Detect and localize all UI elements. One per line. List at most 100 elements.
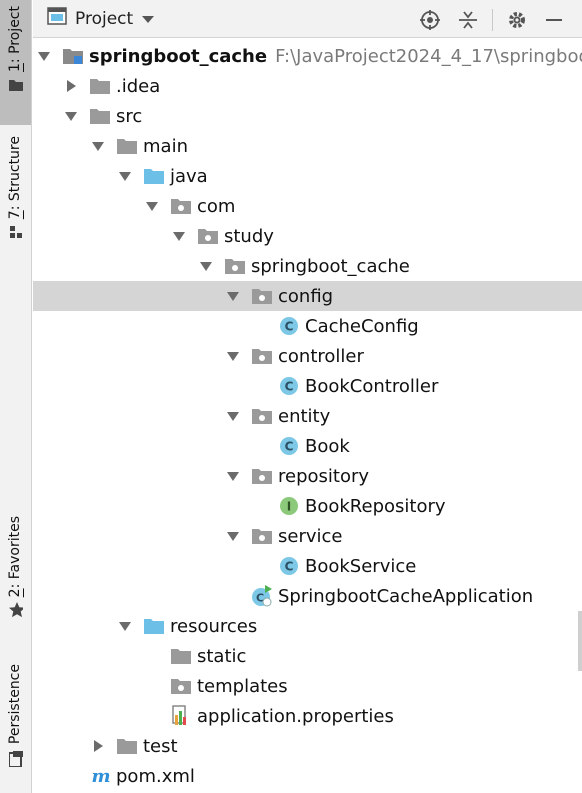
expand-arrow-down-icon[interactable] <box>37 49 51 63</box>
expand-arrow-down-icon[interactable] <box>226 409 240 423</box>
tree-item-label: SpringbootCacheApplication <box>278 586 533 607</box>
tree-row[interactable]: study <box>33 221 582 251</box>
tree-row[interactable]: application.properties <box>33 701 582 731</box>
svg-text:C: C <box>285 440 294 454</box>
tree-item-name: BookRepository <box>305 495 446 517</box>
tree-row[interactable]: entity <box>33 401 582 431</box>
tree-item-name: CacheConfig <box>305 315 419 337</box>
collapse-icon[interactable] <box>457 9 479 31</box>
tree-item-name: test <box>143 735 178 757</box>
tab-persistence-label: Persistence <box>7 664 23 745</box>
tree-item-label: templates <box>197 676 288 697</box>
tree-row[interactable]: config <box>33 281 582 311</box>
svg-text:C: C <box>285 560 294 574</box>
module-folder-icon <box>62 46 84 66</box>
tree-item-name: pom.xml <box>116 765 195 787</box>
svg-text:C: C <box>285 380 294 394</box>
tree-item-name: config <box>278 285 334 307</box>
minimize-icon[interactable] <box>543 9 565 31</box>
expand-arrow-right-icon[interactable] <box>91 739 105 753</box>
tree-item-name: springboot_cache <box>89 45 268 67</box>
tree-row[interactable]: templates <box>33 671 582 701</box>
tree-item-label: BookRepository <box>305 496 446 517</box>
package-icon <box>197 226 219 246</box>
expand-arrow-down-icon[interactable] <box>64 109 78 123</box>
folder-icon <box>116 736 138 756</box>
structure-icon <box>9 225 23 239</box>
tab-structure[interactable]: 7: Structure <box>0 136 31 261</box>
tree-item-label: pom.xml <box>116 766 195 787</box>
tab-persistence[interactable]: Persistence <box>0 664 31 789</box>
tree-item-name: BookController <box>305 375 439 397</box>
tree-row[interactable]: controller <box>33 341 582 371</box>
tree-row[interactable]: resources <box>33 611 582 641</box>
project-tree: springboot_cache F:\JavaProject2024_4_17\… <box>33 41 582 793</box>
expand-arrow-down-icon[interactable] <box>226 529 240 543</box>
tree-item-name: entity <box>278 405 331 427</box>
tree-row[interactable]: test <box>33 731 582 761</box>
package-icon <box>251 466 273 486</box>
tree-row[interactable]: springboot_cache F:\JavaProject2024_4_17\… <box>33 41 582 71</box>
scrollbar[interactable] <box>578 611 582 671</box>
tree-item-label: BookController <box>305 376 438 397</box>
tree-row[interactable]: I BookRepository <box>33 491 582 521</box>
expand-arrow-down-icon[interactable] <box>91 139 105 153</box>
tab-project[interactable]: 1: Project <box>0 0 31 125</box>
tree-row[interactable]: m pom.xml <box>33 761 582 791</box>
expand-arrow-down-icon[interactable] <box>118 619 132 633</box>
tree-item-name: static <box>197 645 247 667</box>
tree-item-name: com <box>197 195 236 217</box>
package-icon <box>251 346 273 366</box>
tree-row[interactable]: C SpringbootCacheApplication <box>33 581 582 611</box>
tree-row[interactable]: C BookService <box>33 551 582 581</box>
tree-row[interactable]: repository <box>33 461 582 491</box>
expand-arrow-down-icon[interactable] <box>199 259 213 273</box>
svg-text:I: I <box>287 500 291 514</box>
svg-text:C: C <box>256 592 264 605</box>
tree-row[interactable]: C BookController <box>33 371 582 401</box>
folder-icon <box>170 646 192 666</box>
tree-row[interactable]: C Book <box>33 431 582 461</box>
class-icon: C <box>278 556 300 576</box>
module-path: F:\JavaProject2024_4_17\springboot_ <box>275 45 582 67</box>
tree-item-label: .idea <box>116 76 160 97</box>
tab-structure-label: : Structure <box>7 136 23 211</box>
tab-favorites[interactable]: 2: Favorites <box>0 516 31 638</box>
expand-arrow-down-icon[interactable] <box>145 199 159 213</box>
package-icon <box>251 286 273 306</box>
tree-row[interactable]: .idea <box>33 71 582 101</box>
tree-item-label: src <box>116 106 142 127</box>
expand-arrow-down-icon[interactable] <box>226 289 240 303</box>
project-window-icon <box>47 7 67 30</box>
tree-row[interactable]: com <box>33 191 582 221</box>
view-selector[interactable]: Project <box>47 7 155 30</box>
tab-favorites-label: : Favorites <box>7 516 23 589</box>
tree-item-name: templates <box>197 675 288 697</box>
tree-row[interactable]: static <box>33 641 582 671</box>
expand-arrow-down-icon[interactable] <box>172 229 186 243</box>
tree-item-name: repository <box>278 465 370 487</box>
tree-row[interactable]: main <box>33 131 582 161</box>
expand-arrow-right-icon[interactable] <box>64 79 78 93</box>
project-toolbar: Project <box>33 0 582 38</box>
tab-favorites-num: 2 <box>7 588 23 598</box>
toolbar-separator <box>492 9 493 31</box>
tree-item-name: BookService <box>305 555 417 577</box>
locate-icon[interactable] <box>419 9 441 31</box>
tree-row[interactable]: service <box>33 521 582 551</box>
svg-text:m: m <box>91 766 110 786</box>
expand-arrow-down-icon[interactable] <box>226 349 240 363</box>
tree-item-label: Book <box>305 436 350 457</box>
tree-item-label: springboot_cache F:\JavaProject2024_4_17\… <box>89 46 582 67</box>
tree-item-label: study <box>224 226 274 247</box>
tree-row[interactable]: java <box>33 161 582 191</box>
package-icon <box>170 676 192 696</box>
gear-icon[interactable] <box>506 9 528 31</box>
tree-row[interactable]: src <box>33 101 582 131</box>
tree-row[interactable]: springboot_cache <box>33 251 582 281</box>
package-icon <box>224 256 246 276</box>
expand-arrow-down-icon[interactable] <box>226 469 240 483</box>
expand-arrow-down-icon[interactable] <box>118 169 132 183</box>
maven-icon: m <box>89 766 111 786</box>
